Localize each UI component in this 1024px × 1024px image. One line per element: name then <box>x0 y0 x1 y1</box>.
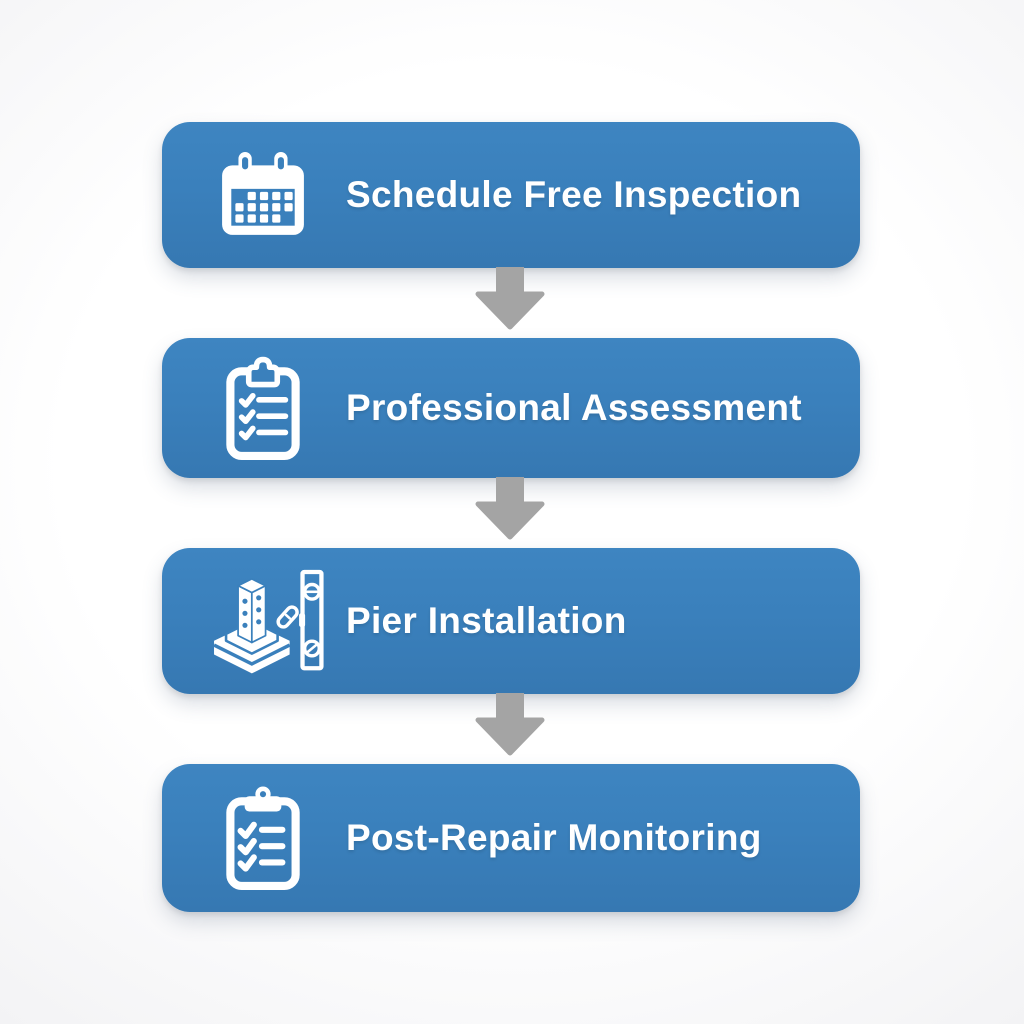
pier-and-level-icon <box>202 556 324 686</box>
step-box-post-repair-monitoring: Post-Repair Monitoring <box>162 764 860 912</box>
step-box-pier-installation: Pier Installation <box>162 548 860 694</box>
clipboard-checklist-icon <box>202 355 324 461</box>
step-box-professional-assessment: Professional Assessment <box>162 338 860 478</box>
flow-down-arrow-2 <box>474 477 546 541</box>
calendar-icon <box>202 150 324 240</box>
step-label: Schedule Free Inspection <box>346 174 802 215</box>
step-label: Post-Repair Monitoring <box>346 817 762 858</box>
flow-down-arrow-1 <box>474 267 546 331</box>
clipboard-monitoring-icon <box>202 785 324 891</box>
step-label: Pier Installation <box>346 600 627 641</box>
step-label: Professional Assessment <box>346 387 802 428</box>
flow-down-arrow-3 <box>474 693 546 757</box>
step-box-schedule-inspection: Schedule Free Inspection <box>162 122 860 268</box>
